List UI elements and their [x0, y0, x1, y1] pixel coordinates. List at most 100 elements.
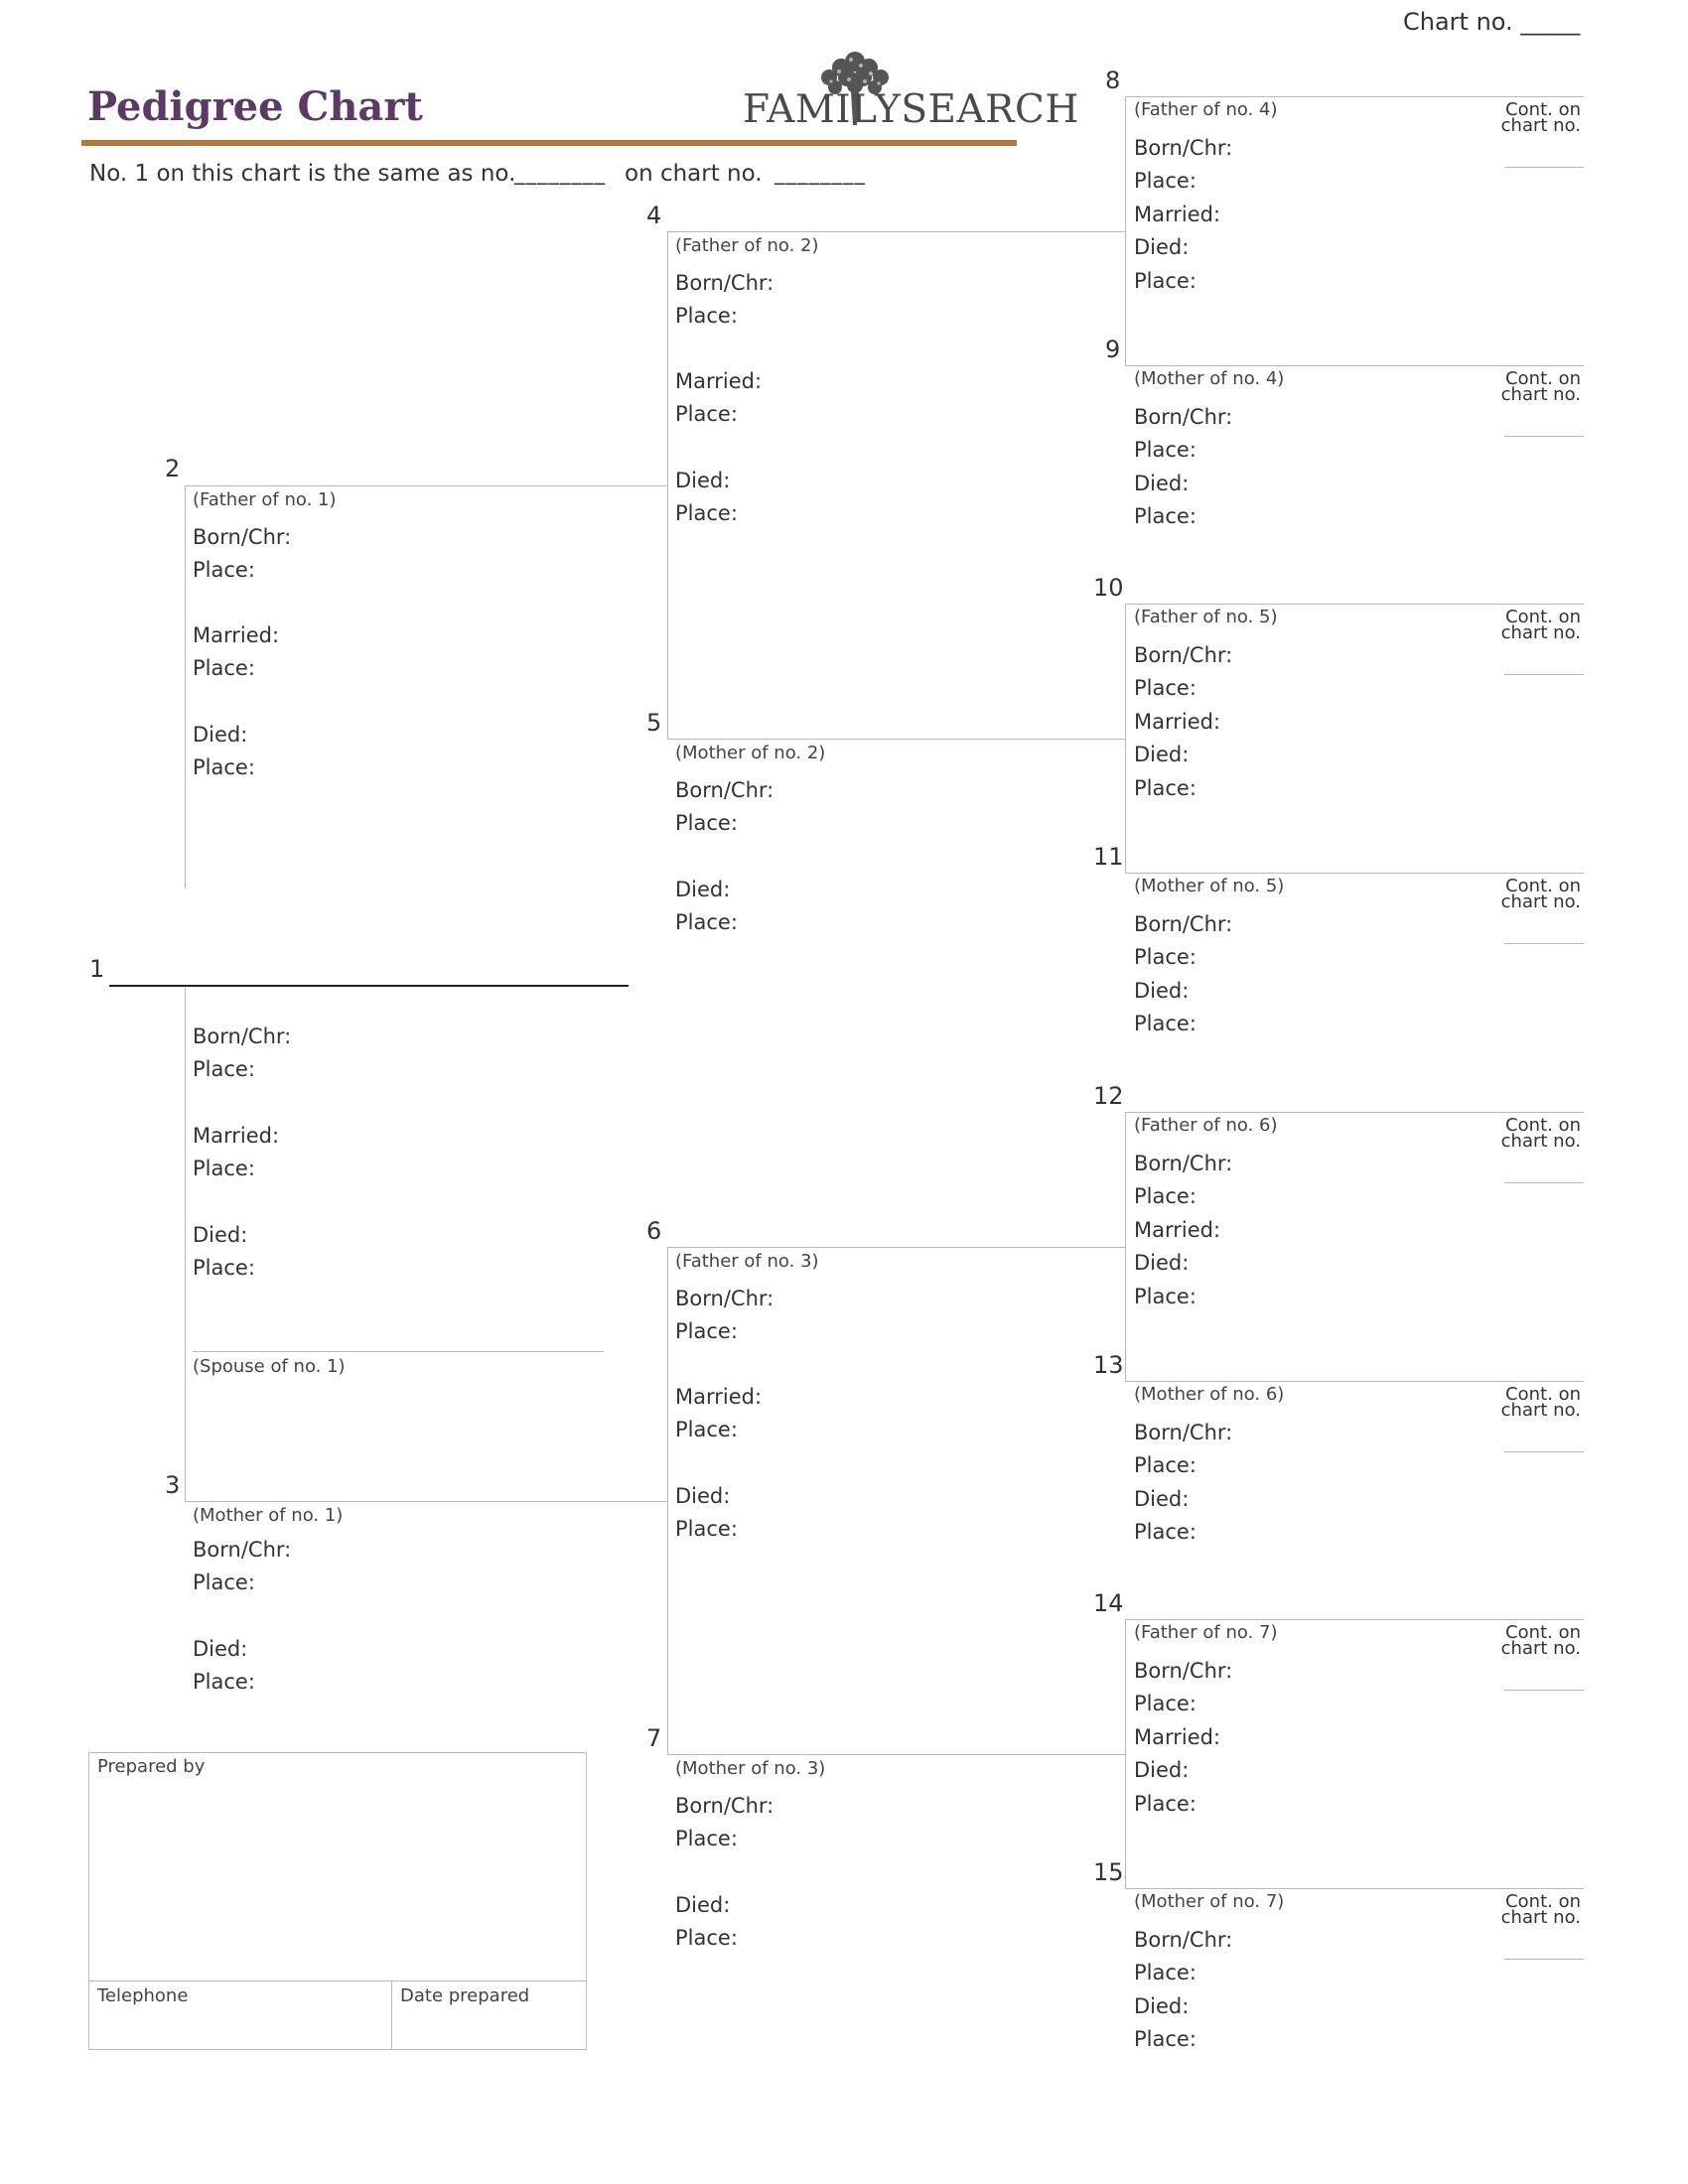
- connector-5: [667, 739, 1125, 740]
- same-as-blank[interactable]: ________: [514, 161, 606, 185]
- person-11-born-place[interactable]: Place:: [1134, 945, 1196, 969]
- person-13-born-place[interactable]: Place:: [1134, 1453, 1196, 1477]
- person-5-died[interactable]: Died:: [675, 878, 731, 901]
- person-9-born[interactable]: Born/Chr:: [1134, 405, 1233, 429]
- person-4-died[interactable]: Died:: [675, 469, 731, 492]
- person-14-born-place[interactable]: Place:: [1134, 1692, 1196, 1715]
- person-2-born[interactable]: Born/Chr:: [193, 525, 292, 549]
- person-1-born[interactable]: Born/Chr:: [193, 1024, 292, 1048]
- connector-15: [1125, 1888, 1584, 1889]
- person-5-born-place[interactable]: Place:: [675, 811, 738, 835]
- person-13-cont-chart-field[interactable]: [1504, 1451, 1584, 1452]
- person-6-born[interactable]: Born/Chr:: [675, 1287, 774, 1310]
- person-4-died-place[interactable]: Place:: [675, 501, 738, 525]
- person-8-married[interactable]: Married:: [1134, 203, 1221, 226]
- person-3-died-place[interactable]: Place:: [193, 1670, 255, 1694]
- person-15-number: 15: [1093, 1858, 1124, 1886]
- on-chart-blank[interactable]: ________: [774, 161, 866, 185]
- connector-2: [185, 485, 667, 486]
- person-6-married[interactable]: Married:: [675, 1385, 763, 1409]
- person-3-born[interactable]: Born/Chr:: [193, 1538, 292, 1562]
- person-13-born[interactable]: Born/Chr:: [1134, 1421, 1233, 1444]
- person-11-died[interactable]: Died:: [1134, 979, 1190, 1003]
- person-10-cont-chart-field[interactable]: [1504, 674, 1584, 675]
- person-12-born-place[interactable]: Place:: [1134, 1184, 1196, 1208]
- person-11-born[interactable]: Born/Chr:: [1134, 912, 1233, 936]
- person-5-died-place[interactable]: Place:: [675, 910, 738, 934]
- person-10-born-place[interactable]: Place:: [1134, 676, 1196, 700]
- person-7-died-place[interactable]: Place:: [675, 1926, 738, 1950]
- person-14-died-place[interactable]: Place:: [1134, 1792, 1196, 1816]
- connector-10-11-vertical: [1125, 604, 1126, 873]
- person-10-married[interactable]: Married:: [1134, 710, 1221, 734]
- person-3-died[interactable]: Died:: [193, 1637, 248, 1661]
- person-12-died-place[interactable]: Place:: [1134, 1285, 1196, 1308]
- spouse-line[interactable]: [193, 1351, 604, 1352]
- person-15-died[interactable]: Died:: [1134, 1994, 1190, 2018]
- person-6-relation: (Father of no. 3): [675, 1251, 819, 1272]
- person-4-married-place[interactable]: Place:: [675, 402, 738, 426]
- person-12-died[interactable]: Died:: [1134, 1251, 1190, 1275]
- person-2-married[interactable]: Married:: [193, 623, 280, 647]
- person-4-married[interactable]: Married:: [675, 369, 763, 393]
- person-3-relation: (Mother of no. 1): [193, 1505, 344, 1526]
- person-2-died[interactable]: Died:: [193, 723, 248, 747]
- person-15-cont-chart-field[interactable]: [1504, 1959, 1584, 1960]
- person-7-died[interactable]: Died:: [675, 1893, 731, 1917]
- person-3-born-place[interactable]: Place:: [193, 1570, 255, 1594]
- person-6-died-place[interactable]: Place:: [675, 1517, 738, 1541]
- person-9-cont-chart-field[interactable]: [1504, 436, 1584, 437]
- person-12-cont-chart-field[interactable]: [1504, 1182, 1584, 1183]
- person-14-married[interactable]: Married:: [1134, 1725, 1221, 1749]
- person-14-cont-chart-field[interactable]: [1504, 1690, 1584, 1691]
- person-7-relation: (Mother of no. 3): [675, 1758, 826, 1779]
- person-7-number: 7: [646, 1724, 662, 1752]
- person-4-born-place[interactable]: Place:: [675, 304, 738, 328]
- person-8-died[interactable]: Died:: [1134, 235, 1190, 259]
- person-15-born[interactable]: Born/Chr:: [1134, 1928, 1233, 1952]
- person-10-died[interactable]: Died:: [1134, 743, 1190, 766]
- person-8-cont-chart-field[interactable]: [1504, 167, 1584, 168]
- person-5-relation: (Mother of no. 2): [675, 743, 826, 763]
- person-8-died-place[interactable]: Place:: [1134, 269, 1196, 293]
- person-6-born-place[interactable]: Place:: [675, 1319, 738, 1343]
- person-2-died-place[interactable]: Place:: [193, 755, 255, 779]
- person-14-died[interactable]: Died:: [1134, 1758, 1190, 1782]
- person-1-married[interactable]: Married:: [193, 1124, 280, 1148]
- person-12-number: 12: [1093, 1082, 1124, 1110]
- person-4-born[interactable]: Born/Chr:: [675, 271, 774, 295]
- person-9-died[interactable]: Died:: [1134, 472, 1190, 495]
- person-9-died-place[interactable]: Place:: [1134, 504, 1196, 528]
- person-11-cont-chart-field[interactable]: [1504, 943, 1584, 944]
- person-12-married[interactable]: Married:: [1134, 1218, 1221, 1242]
- person-11-died-place[interactable]: Place:: [1134, 1012, 1196, 1035]
- person-1-died-place[interactable]: Place:: [193, 1256, 255, 1280]
- person-15-died-place[interactable]: Place:: [1134, 2027, 1196, 2051]
- person-8-born-place[interactable]: Place:: [1134, 169, 1196, 193]
- connector-11: [1125, 873, 1584, 874]
- person-1-born-place[interactable]: Place:: [193, 1057, 255, 1081]
- person-1-died[interactable]: Died:: [193, 1223, 248, 1247]
- person-7-born-place[interactable]: Place:: [675, 1827, 738, 1850]
- person-10-born[interactable]: Born/Chr:: [1134, 643, 1233, 667]
- person-7-born[interactable]: Born/Chr:: [675, 1794, 774, 1818]
- person-8-born[interactable]: Born/Chr:: [1134, 136, 1233, 160]
- person-14-born[interactable]: Born/Chr:: [1134, 1659, 1233, 1683]
- person-13-died[interactable]: Died:: [1134, 1487, 1190, 1511]
- person-10-relation: (Father of no. 5): [1134, 607, 1278, 627]
- prepared-by-box[interactable]: [88, 1752, 587, 2050]
- person-15-born-place[interactable]: Place:: [1134, 1961, 1196, 1984]
- person-2-born-place[interactable]: Place:: [193, 558, 255, 582]
- person-6-died[interactable]: Died:: [675, 1484, 731, 1508]
- person-12-born[interactable]: Born/Chr:: [1134, 1152, 1233, 1175]
- person-1-name-line[interactable]: [109, 985, 629, 987]
- person-6-married-place[interactable]: Place:: [675, 1418, 738, 1441]
- person-13-died-place[interactable]: Place:: [1134, 1520, 1196, 1544]
- person-2-married-place[interactable]: Place:: [193, 656, 255, 680]
- person-5-born[interactable]: Born/Chr:: [675, 778, 774, 802]
- person-9-born-place[interactable]: Place:: [1134, 438, 1196, 462]
- person-1-married-place[interactable]: Place:: [193, 1157, 255, 1180]
- person-10-died-place[interactable]: Place:: [1134, 776, 1196, 800]
